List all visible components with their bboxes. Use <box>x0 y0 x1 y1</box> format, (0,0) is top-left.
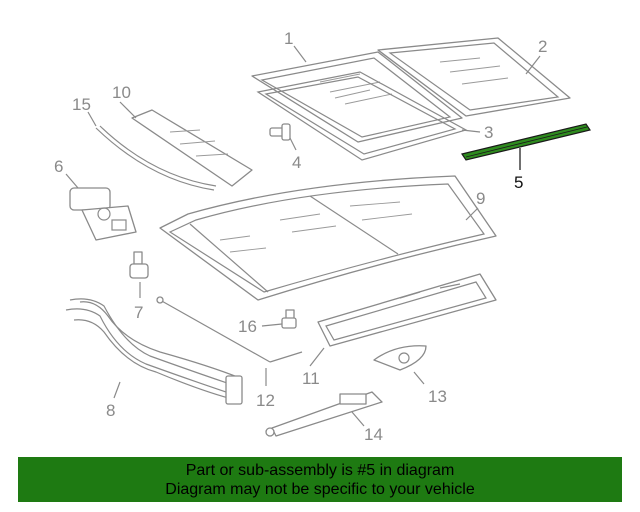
part-info-banner: Part or sub-assembly is #5 in diagram Di… <box>18 457 622 502</box>
callout-11: 11 <box>302 369 320 388</box>
parts-diagram: 1 2 3 4 5 6 7 8 9 10 11 12 13 14 15 16 <box>54 29 591 444</box>
callout-2: 2 <box>538 37 547 56</box>
callout-12: 12 <box>256 391 275 410</box>
callout-3: 3 <box>484 123 493 142</box>
callout-5: 5 <box>514 173 523 192</box>
part-13-bracket <box>373 345 427 371</box>
callout-10: 10 <box>112 83 131 102</box>
callout-6: 6 <box>54 157 63 176</box>
callout-9: 9 <box>476 189 485 208</box>
callout-16: 16 <box>238 317 257 336</box>
callout-13: 13 <box>428 387 447 406</box>
part-12-rod <box>156 296 303 363</box>
part-11-track <box>317 273 497 347</box>
callout-4: 4 <box>292 153 301 172</box>
part-6-motor <box>69 187 137 241</box>
banner-line-2: Diagram may not be specific to your vehi… <box>165 481 475 498</box>
part-14-link <box>265 391 383 437</box>
callout-15: 15 <box>72 95 91 114</box>
part-7-pin <box>129 251 149 279</box>
part-10-sunshade <box>131 109 253 187</box>
callout-7: 7 <box>134 303 143 322</box>
part-2-glass-panel <box>377 37 571 117</box>
part-15-deflector <box>95 125 217 191</box>
part-9-housing <box>159 175 497 301</box>
leader-lines <box>65 45 541 427</box>
part-5-weatherstrip <box>461 123 591 161</box>
part-1-glass-panel <box>251 51 463 143</box>
callouts: 1 2 3 4 5 6 7 8 9 10 11 12 13 14 15 16 <box>54 29 547 444</box>
callout-14: 14 <box>364 425 383 444</box>
part-8-cables <box>65 298 243 405</box>
part-16-bolt <box>281 309 297 329</box>
callout-8: 8 <box>106 401 115 420</box>
part-4-bolt <box>269 123 291 141</box>
banner-line-1: Part or sub-assembly is #5 in diagram <box>185 462 455 479</box>
callout-1: 1 <box>284 29 293 48</box>
